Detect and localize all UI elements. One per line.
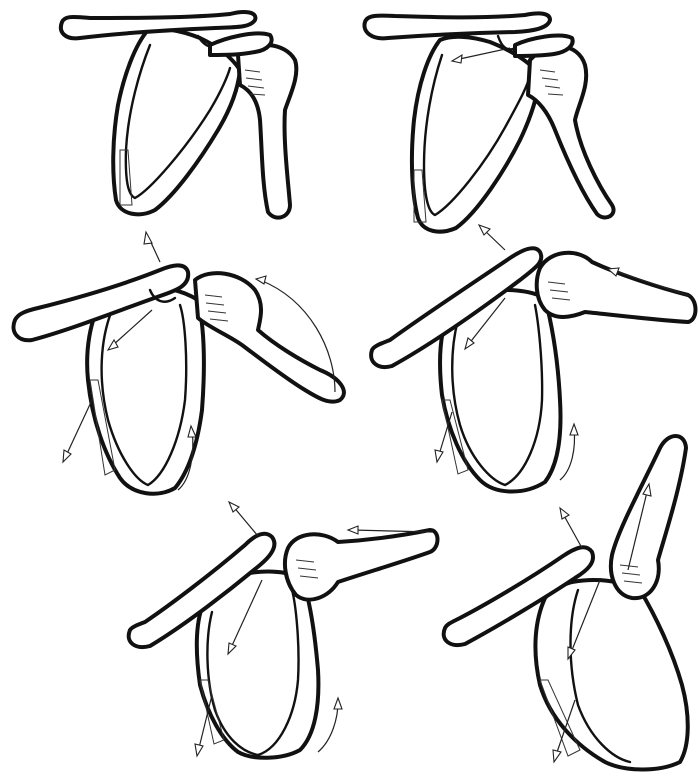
panel-6 — [444, 436, 688, 770]
humerus-4 — [537, 253, 696, 322]
scapula-2 — [412, 37, 540, 232]
humerus-6 — [611, 436, 686, 598]
panel-5 — [129, 502, 438, 758]
panel-4 — [371, 225, 695, 492]
panel-3 — [14, 232, 344, 494]
arrow-down — [65, 400, 92, 458]
humerus-5 — [285, 530, 438, 600]
panel-2 — [364, 13, 613, 231]
humerus-2 — [528, 46, 614, 217]
humerus-1 — [238, 45, 296, 218]
scapula-6 — [535, 580, 687, 769]
arrow-rotation — [560, 428, 574, 480]
clavicle-2 — [364, 13, 550, 38]
panel-1 — [61, 12, 296, 218]
